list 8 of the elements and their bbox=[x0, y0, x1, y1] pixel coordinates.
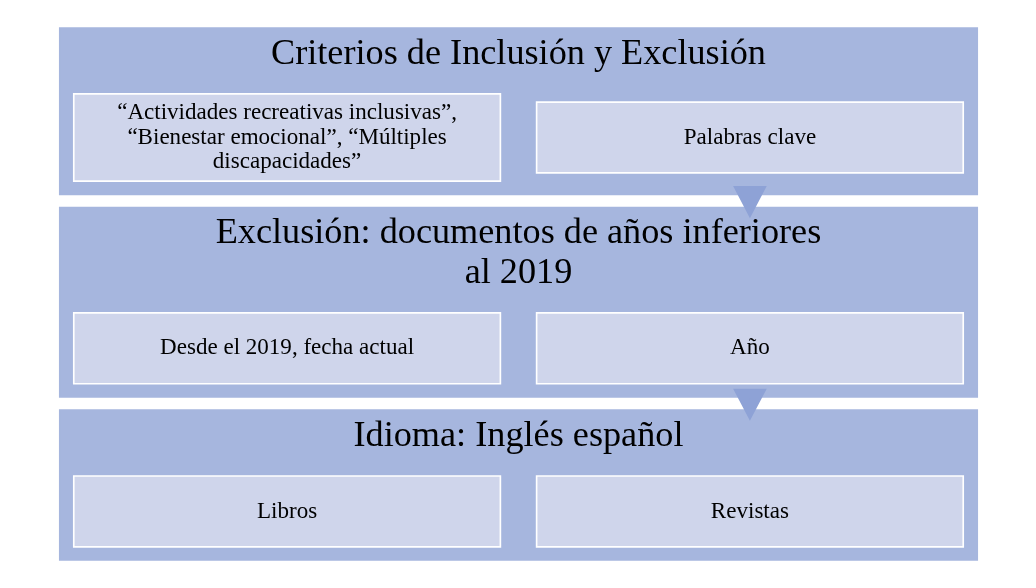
node-box: Palabras clave bbox=[535, 101, 964, 174]
node-box: Desde el 2019, fecha actual bbox=[72, 312, 501, 385]
arrow bbox=[732, 388, 767, 421]
node-box: Libros bbox=[72, 475, 501, 548]
node-box: Revistas bbox=[535, 475, 964, 548]
arrow bbox=[732, 186, 767, 219]
node-box: Año bbox=[535, 312, 964, 385]
node-box: “Actividades recreativas inclusivas”, “Bienestar emocional”, “Múltiples discapacidades” bbox=[72, 93, 501, 182]
